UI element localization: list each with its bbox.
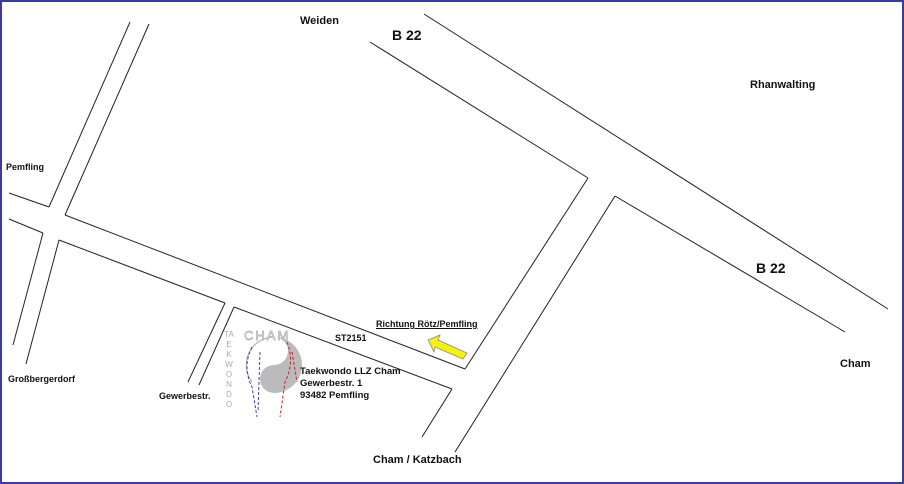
label-b22-top: B 22 — [392, 27, 422, 43]
road-line — [369, 41, 589, 179]
road-line — [58, 239, 226, 304]
road-line — [614, 195, 846, 333]
label-gewerbestr: Gewerbestr. — [159, 391, 211, 401]
location-name: Taekwondo LLZ Cham — [300, 366, 401, 377]
direction-arrow — [427, 334, 468, 360]
label-cham: Cham — [840, 358, 871, 370]
location-address: Taekwondo LLZ Cham Gewerbestr. 1 93482 P… — [300, 366, 401, 402]
road-line — [187, 302, 226, 383]
location-city: 93482 Pemfling — [300, 390, 370, 401]
road-line — [198, 306, 235, 386]
label-b22-right: B 22 — [756, 260, 786, 276]
location-street: Gewerbestr. 1 — [300, 378, 363, 389]
road-line — [12, 232, 44, 346]
road-line — [64, 214, 466, 370]
label-st2151: ST2151 — [335, 333, 367, 343]
label-grossbergerdorf: Großbergerdorf — [8, 374, 76, 384]
logo-word: CHAM — [244, 328, 291, 344]
road-line — [464, 177, 589, 370]
label-weiden: Weiden — [300, 15, 339, 27]
logo-vertical-text: TAEKWONDO — [224, 330, 234, 409]
label-rhanwalting: Rhanwalting — [750, 79, 816, 91]
road-line — [454, 195, 616, 453]
road-line — [233, 306, 453, 390]
road-line — [25, 239, 60, 365]
road-line — [8, 192, 50, 208]
label-pemfling: Pemfling — [6, 162, 45, 172]
road-line — [423, 13, 889, 310]
road-line — [64, 23, 150, 216]
logo-graphic — [245, 336, 302, 418]
road-line — [8, 218, 44, 234]
road-line — [48, 21, 131, 208]
label-cham-katzbach: Cham / Katzbach — [373, 454, 462, 466]
label-richtung: Richtung Rötz/Pemfling — [376, 319, 478, 329]
road-line — [421, 388, 453, 438]
